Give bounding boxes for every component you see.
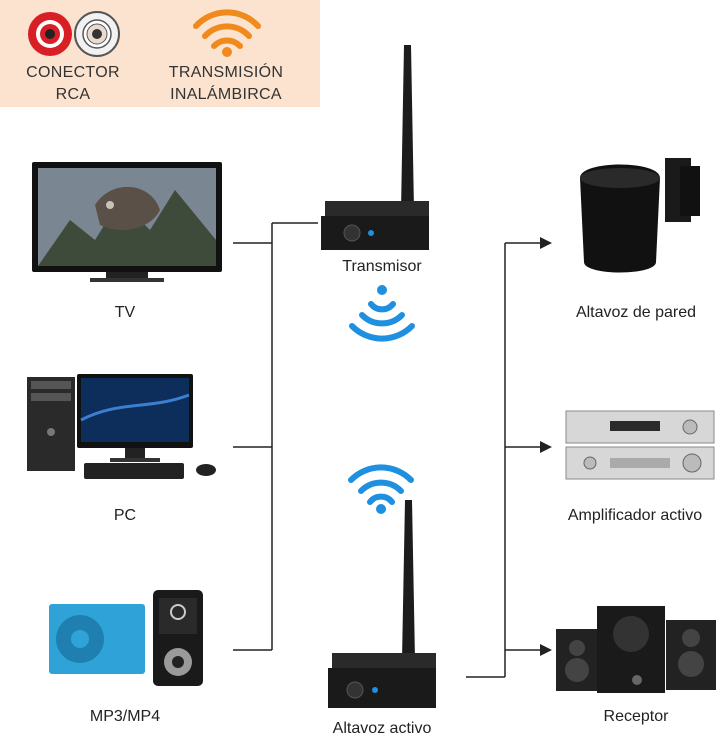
transmitter-label: Transmisor (342, 258, 422, 275)
rca-white-connector-icon (74, 11, 120, 57)
output-label-receptor: Receptor (603, 708, 669, 725)
arrow-to-wall-speaker (540, 237, 552, 249)
speaker-system-icon (556, 606, 716, 693)
rca-red-connector-icon (28, 12, 72, 56)
rca-legend-label: CONECTOR RCA (12, 62, 134, 106)
mp3-player-icon (49, 590, 203, 686)
rca-legend-line2: RCA (55, 86, 91, 103)
source-label-tv: TV (114, 304, 136, 321)
rca-legend-line1: CONECTOR (26, 64, 120, 81)
receiver-label: Altavoz activo (332, 720, 432, 737)
wireless-legend-line2: INALÁMBIRCA (170, 86, 282, 103)
wireless-orange-icon (193, 9, 261, 57)
source-label-pc: PC (113, 507, 137, 524)
arrow-to-speaker-system (540, 644, 552, 656)
pc-icon (27, 374, 216, 479)
arrow-to-amplifier (540, 441, 552, 453)
amplifier-icon (565, 410, 715, 480)
wireless-legend-line1: TRANSMISIÓN (168, 64, 284, 81)
wifi-receive-icon (348, 464, 414, 514)
wireless-legend-label: TRANSMISIÓN INALÁMBIRCA (156, 62, 296, 106)
tv-icon (32, 162, 222, 282)
connection-lines (233, 222, 545, 678)
wall-speaker-icon (580, 158, 700, 273)
arrowheads (540, 237, 552, 656)
output-label-amplifier: Amplificador activo (567, 507, 703, 524)
wifi-transmit-icon (349, 285, 415, 342)
output-label-wall-speaker: Altavoz de pared (575, 304, 697, 321)
source-label-mp3: MP3/MP4 (89, 708, 161, 725)
receiver-device-icon (328, 500, 436, 708)
transmitter-device-icon (321, 45, 429, 250)
